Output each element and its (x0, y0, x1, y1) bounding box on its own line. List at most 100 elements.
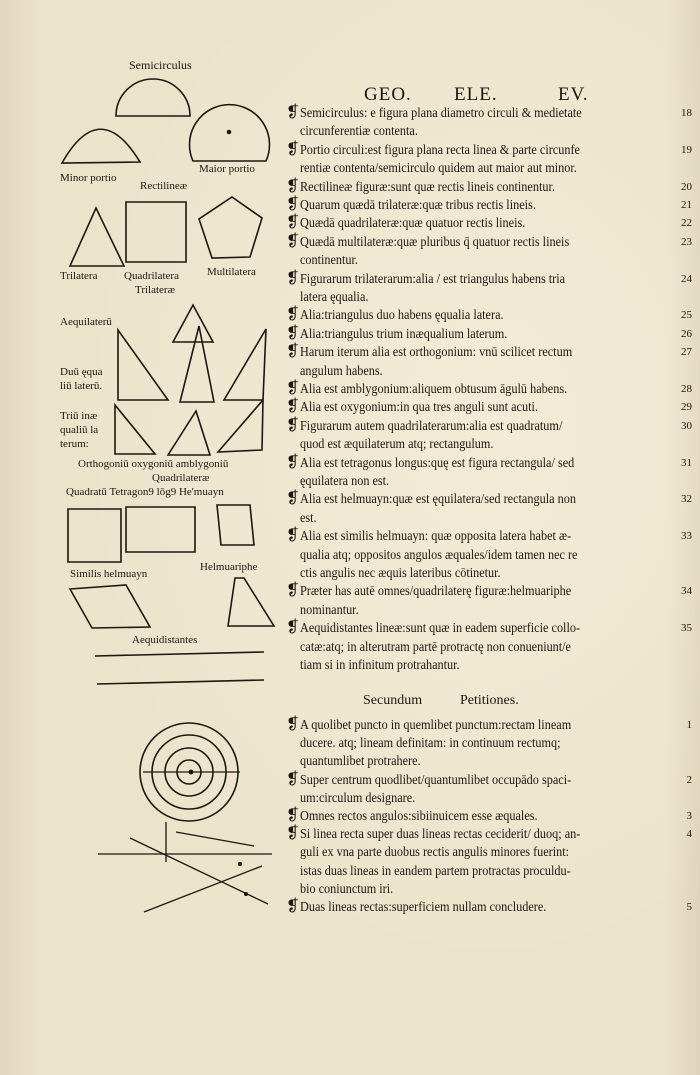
line-text: est. (300, 509, 317, 525)
definition-line: ❡Quædā quadrilateræ:quæ quatuor rectis l… (286, 214, 700, 232)
margin-number: 32 (681, 493, 692, 506)
margin-number: 1 (686, 719, 693, 731)
definition-line: ❡Alia est amblygonium:aliquem obtusum āg… (286, 380, 700, 398)
line-text: bio coniunctum iri. (300, 880, 394, 896)
margin-number: 33 (681, 530, 692, 543)
margin-number: 26 (681, 327, 692, 340)
line-text: Aequidistantes lineæ:sunt quæ in eadem s… (300, 620, 581, 636)
line-text: Portio circuli:est figura plana recta li… (300, 141, 581, 157)
line-text: Præter has autē omnes/quadrilaterę figur… (300, 583, 572, 599)
definition-line: qualia atq; oppositos angulos æquales/id… (300, 546, 700, 564)
petition-line: um:circulum designare. (300, 789, 700, 807)
petition-line: ❡Si linea recta super duas lineas rectas… (286, 825, 700, 843)
pilcrow-mark: ❡ (286, 416, 300, 434)
margin-number: 2 (686, 773, 693, 786)
definition-line: ęquilatera non est. (300, 472, 700, 490)
line-text: Figurarum autem quadrilaterarum:alia est… (300, 417, 563, 433)
definition-line: quod est æquilaterum atq; rectangulum. (300, 435, 700, 453)
definition-line: continentur. (300, 251, 700, 269)
label-aequidistantes: Aequidistantes (132, 634, 198, 646)
definition-line: tiam si in infinitum protrahantur. (300, 656, 700, 674)
converging-lines-figure (98, 822, 272, 912)
pilcrow-mark: ❡ (286, 214, 300, 232)
line-text: Quædā multilateræ:quæ pluribus q̄ quatuo… (300, 233, 570, 249)
line-text: angulum habens. (300, 362, 383, 378)
definition-line: ❡Quædā multilateræ:quæ pluribus q̄ quatu… (286, 233, 700, 251)
pilcrow-mark: ❡ (286, 898, 300, 915)
definition-line: angulum habens. (300, 362, 700, 380)
definition-line: latera ęqualia. (300, 288, 700, 306)
orthogonium-figure (115, 405, 155, 454)
line-text: ctis angulis nec æquis lateribus cōtinet… (300, 565, 501, 580)
definition-line: ❡Alia:triangulus trium inæqualium lateru… (286, 325, 700, 343)
line-text: um:circulum designare. (300, 789, 416, 805)
minor-portio-figure (62, 129, 140, 163)
margin-number: 18 (681, 107, 692, 119)
pilcrow-mark: ❡ (286, 582, 300, 600)
pilcrow-mark: ❡ (286, 825, 300, 843)
line-text: Figurarum trilaterarum:alia / est triang… (300, 270, 566, 286)
pilcrow-mark: ❡ (286, 196, 300, 213)
label-quadratum-row: Quadratū Tetragon9 lōg9 He'muayn (66, 486, 224, 498)
pilcrow-mark: ❡ (286, 770, 300, 788)
line-text: latera ęqualia. (300, 289, 369, 304)
line-text: Duas lineas rectas:superficiem nullam co… (300, 899, 547, 914)
label-duu-equa-1: Duū ęqua (60, 366, 103, 378)
line-text: Omnes rectos angulos:sibiinuicem esse æq… (300, 808, 538, 823)
line-text: Semicirculus: e figura plana diametro ci… (300, 105, 583, 120)
margin-number: 34 (681, 585, 692, 598)
line-text: A quolibet puncto in quemlibet punctum:r… (300, 717, 572, 732)
pilcrow-mark: ❡ (286, 104, 300, 121)
line-text: Alia est amblygonium:aliquem obtusum āgu… (300, 381, 568, 396)
definition-line: ❡Alia est similis helmuayn: quæ opposita… (286, 527, 700, 545)
margin-number: 31 (681, 456, 692, 469)
semicircle-figure (116, 79, 190, 116)
label-minor-portio: Minor portio (60, 172, 117, 184)
definition-line: ❡Rectilineæ figuræ:sunt quæ rectis linei… (286, 178, 700, 196)
definition-line: ❡Quarum quædā trilateræ:quæ tribus recti… (286, 196, 700, 214)
pilcrow-mark: ❡ (286, 324, 300, 342)
line-text: Quarum quædā trilateræ:quæ tribus rectis… (300, 197, 537, 212)
definition-line: catæ:atq; in alterutram partē protractę … (300, 638, 700, 656)
isosceles-figure-3 (224, 329, 266, 400)
trilatera-figure (70, 208, 124, 266)
definition-line: est. (300, 509, 700, 527)
petition-line: ❡Super centrum quodlibet/quantumlibet oc… (286, 771, 700, 789)
pilcrow-mark: ❡ (286, 527, 300, 545)
line-text: quantumlibet protrahere. (300, 753, 421, 769)
petition-line: bio coniunctum iri. (300, 880, 700, 898)
section-title-right: Petitiones. (460, 693, 519, 708)
label-semicirculus: Semicirculus (129, 58, 192, 72)
pilcrow-mark: ❡ (286, 490, 300, 508)
definition-line: rentiæ contenta/semicirculo quidem aut m… (300, 159, 700, 177)
line-text: Alia est helmuayn:quæ est ęquilatera/sed… (300, 491, 577, 507)
line-text: nominantur. (300, 601, 359, 617)
definition-line: ❡Aequidistantes lineæ:sunt quæ in eadem … (286, 619, 700, 637)
label-trilatera: Trilatera (60, 270, 98, 282)
margin-number: 5 (686, 901, 693, 913)
pilcrow-mark: ❡ (286, 343, 300, 361)
petition-line: guli ex vna parte duobus rectis angulis … (300, 843, 700, 861)
concentric-circles-figure (140, 723, 240, 821)
pilcrow-mark: ❡ (286, 398, 300, 416)
label-trilaterae: Trilateræ (135, 284, 175, 296)
definition-line: ❡Figurarum trilaterarum:alia / est trian… (286, 270, 700, 288)
petition-line: quantumlibet protrahere. (300, 752, 700, 770)
petition-line: ducere. atq; lineam definitam: in contin… (300, 734, 700, 752)
line-text: rentiæ contenta/semicirculo quidem aut m… (300, 160, 577, 176)
petition-line: ❡A quolibet puncto in quemlibet punctum:… (286, 716, 700, 734)
line-text: Alia:triangulus trium inæqualium laterum… (300, 325, 508, 341)
helmuariphe-figure (228, 578, 274, 626)
petition-line: ❡Omnes rectos angulos:sibiinuicem esse æ… (286, 807, 700, 825)
quadrilatera-figure (126, 202, 186, 262)
pilcrow-mark: ❡ (286, 619, 300, 637)
label-orthogonium-row: Orthogoniū oxygoniū amblygoniū (78, 458, 229, 470)
pilcrow-mark: ❡ (286, 380, 300, 397)
tetragonus-figure (126, 507, 195, 552)
margin-number: 20 (681, 180, 692, 193)
line-text: ęquilatera non est. (300, 473, 390, 488)
line-text: guli ex vna parte duobus rectis angulis … (300, 844, 569, 860)
maior-portio-figure (189, 105, 269, 161)
label-helmuariphe: Helmuariphe (200, 561, 258, 573)
